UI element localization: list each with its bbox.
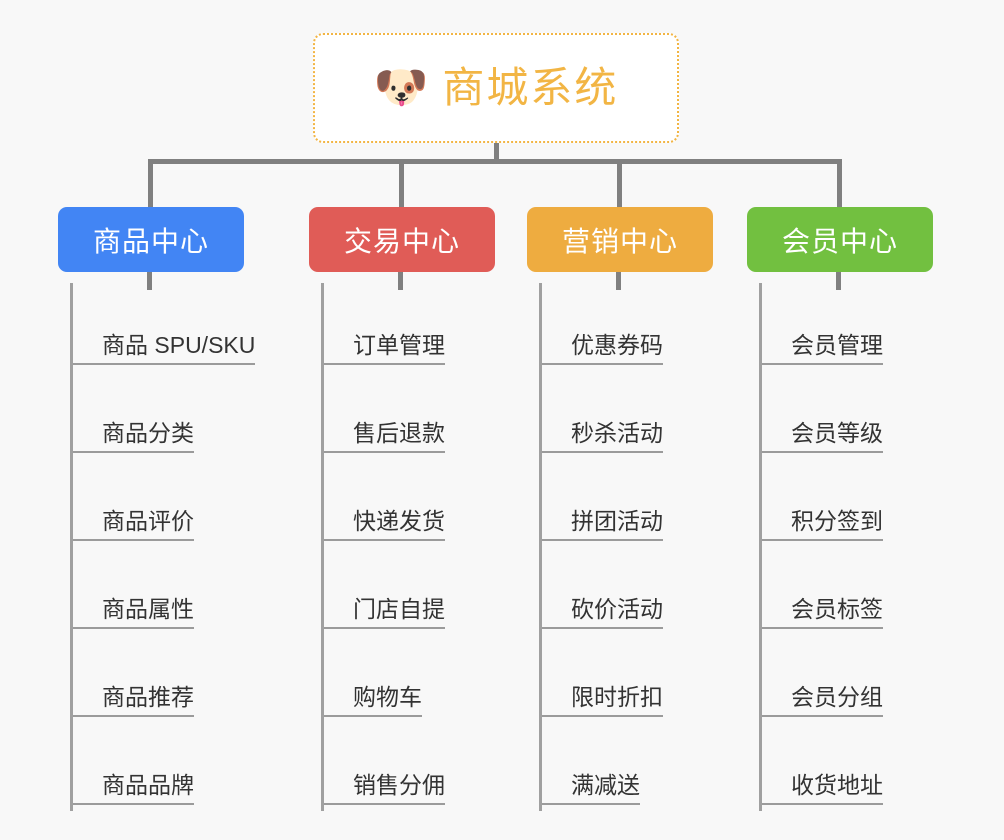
connector-branch-stub-3 [616,272,621,290]
connector-branch-stub-2 [398,272,403,290]
leaf-item[interactable]: 商品推荐 [73,635,244,723]
leaf-list-2: 订单管理 售后退款 快递发货 门店自提 购物车 销售分佣 [321,283,495,811]
leaf-item[interactable]: 拼团活动 [542,459,713,547]
connector-drop-2 [399,159,404,209]
leaf-item[interactable]: 商品评价 [73,459,244,547]
leaf-label: 快递发货 [324,510,445,541]
leaf-item[interactable]: 秒杀活动 [542,371,713,459]
leaf-list-4: 会员管理 会员等级 积分签到 会员标签 会员分组 收货地址 [759,283,933,811]
leaf-item[interactable]: 优惠券码 [542,283,713,371]
connector-branch-stub-4 [836,272,841,290]
leaf-item[interactable]: 会员标签 [762,547,933,635]
leaf-label: 秒杀活动 [542,422,663,453]
leaf-label: 砍价活动 [542,598,663,629]
leaf-item[interactable]: 快递发货 [324,459,495,547]
branch-header-2[interactable]: 交易中心 [309,207,495,272]
connector-root-stem [494,143,499,162]
branch-column-1: 商品中心 商品 SPU/SKU 商品分类 商品评价 商品属性 商品推荐 商品品牌 [58,207,256,811]
leaf-item[interactable]: 售后退款 [324,371,495,459]
connector-drop-4 [837,159,842,209]
leaf-label: 收货地址 [762,774,883,805]
branch-column-2: 交易中心 订单管理 售后退款 快递发货 门店自提 购物车 销售分佣 [309,207,495,811]
leaf-label: 限时折扣 [542,686,663,717]
leaf-label: 拼团活动 [542,510,663,541]
leaf-item[interactable]: 砍价活动 [542,547,713,635]
branch-header-4[interactable]: 会员中心 [747,207,933,272]
leaf-item[interactable]: 商品品牌 [73,723,244,811]
connector-drop-1 [148,159,153,209]
leaf-label: 售后退款 [324,422,445,453]
leaf-label: 商品分类 [73,422,194,453]
leaf-item[interactable]: 会员等级 [762,371,933,459]
leaf-label: 商品推荐 [73,686,194,717]
leaf-label: 商品品牌 [73,774,194,805]
leaf-item[interactable]: 商品分类 [73,371,244,459]
connector-drop-3 [617,159,622,209]
leaf-list-3: 优惠券码 秒杀活动 拼团活动 砍价活动 限时折扣 满减送 [539,283,713,811]
leaf-item[interactable]: 收货地址 [762,723,933,811]
leaf-item[interactable]: 商品属性 [73,547,244,635]
leaf-label: 会员等级 [762,422,883,453]
root-node[interactable]: 🐶 商城系统 [313,33,679,143]
branch-header-1[interactable]: 商品中心 [58,207,244,272]
leaf-label: 积分签到 [762,510,883,541]
connector-horizontal-bar [148,159,842,164]
leaf-label: 会员分组 [762,686,883,717]
leaf-label: 商品 SPU/SKU [73,334,256,365]
branch-column-3: 营销中心 优惠券码 秒杀活动 拼团活动 砍价活动 限时折扣 满减送 [527,207,713,811]
leaf-item[interactable]: 积分签到 [762,459,933,547]
leaf-label: 会员标签 [762,598,883,629]
leaf-list-1: 商品 SPU/SKU 商品分类 商品评价 商品属性 商品推荐 商品品牌 [70,283,256,811]
leaf-item[interactable]: 限时折扣 [542,635,713,723]
shiba-dog-face-icon: 🐶 [373,63,429,112]
leaf-item[interactable]: 会员分组 [762,635,933,723]
leaf-label: 商品评价 [73,510,194,541]
branch-header-3[interactable]: 营销中心 [527,207,713,272]
leaf-label: 门店自提 [324,598,445,629]
branch-column-4: 会员中心 会员管理 会员等级 积分签到 会员标签 会员分组 收货地址 [747,207,933,811]
leaf-label: 订单管理 [324,334,445,365]
leaf-label: 会员管理 [762,334,883,365]
leaf-item[interactable]: 商品 SPU/SKU [73,283,256,371]
leaf-label: 满减送 [542,774,640,805]
leaf-label: 商品属性 [73,598,194,629]
leaf-item[interactable]: 订单管理 [324,283,495,371]
leaf-item[interactable]: 满减送 [542,723,713,811]
leaf-item[interactable]: 门店自提 [324,547,495,635]
root-title: 商城系统 [442,64,619,111]
leaf-label: 优惠券码 [542,334,663,365]
leaf-item[interactable]: 销售分佣 [324,723,495,811]
connector-branch-stub-1 [147,272,152,290]
leaf-label: 购物车 [324,686,422,717]
leaf-label: 销售分佣 [324,774,445,805]
leaf-item[interactable]: 会员管理 [762,283,933,371]
leaf-item[interactable]: 购物车 [324,635,495,723]
